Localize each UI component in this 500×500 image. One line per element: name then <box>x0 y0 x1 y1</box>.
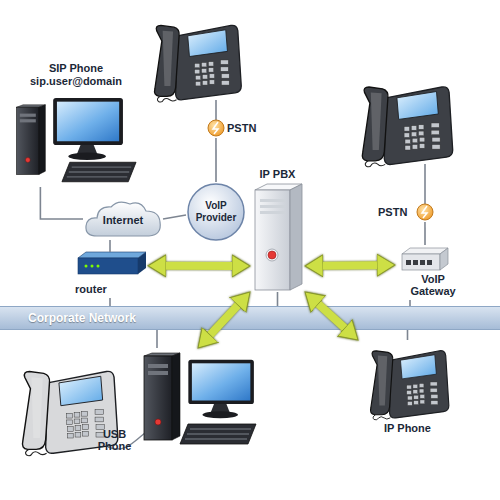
server-slot <box>260 205 285 208</box>
pstn-symbol <box>208 120 224 136</box>
pc-tower <box>144 353 180 440</box>
pc-monitor <box>188 360 254 418</box>
router-side <box>138 252 146 274</box>
server-front <box>255 190 290 290</box>
node-label: SIP Phone <box>15 62 137 74</box>
gateway-port <box>427 260 432 265</box>
pc-tower <box>17 105 46 175</box>
router-light <box>85 265 88 268</box>
router-device <box>78 252 146 274</box>
node-label: Corporate Network <box>28 312 268 324</box>
network-wire <box>40 187 83 219</box>
router-front <box>78 258 138 274</box>
network-wire <box>424 222 426 245</box>
usb-phone: USB Phone <box>12 348 262 456</box>
server-slot <box>260 211 285 214</box>
pstn-symbol <box>417 204 433 220</box>
gateway-device <box>402 248 448 270</box>
network-wire <box>277 292 279 306</box>
server-slot <box>260 199 285 202</box>
internet-cloud: Internet <box>83 198 163 240</box>
pstn-circle <box>417 204 433 220</box>
phone-line <box>215 100 217 120</box>
double-arrow <box>323 261 377 270</box>
pstn-bolt <box>213 122 218 134</box>
provider-circle <box>188 184 244 240</box>
gateway-port <box>406 260 411 265</box>
pc-monitor <box>53 98 123 160</box>
server-side <box>290 184 302 290</box>
router: router <box>72 252 148 298</box>
ip-phone: IP Phone <box>350 340 465 440</box>
node-label: Internet <box>83 214 163 226</box>
server-button-ring <box>266 249 278 261</box>
voip-provider: VoIP Provider <box>186 182 246 242</box>
network-wire <box>109 240 111 252</box>
router-top <box>78 252 146 258</box>
pc-keyboard <box>180 424 256 444</box>
network-wire <box>156 330 158 348</box>
router-light <box>97 265 100 268</box>
gateway-port <box>413 260 418 265</box>
pstn-link: PSTN <box>205 118 265 138</box>
pstn-link: PSTN <box>375 202 435 222</box>
voip-gateway: VoIP Gateway <box>395 245 470 300</box>
pstn-circle <box>208 120 224 136</box>
ip-desk-phone <box>370 351 448 420</box>
phone-line <box>424 164 426 204</box>
network-wire <box>109 298 111 306</box>
node-label: IP Phone <box>350 422 465 434</box>
gateway-front <box>402 254 440 270</box>
node-label: VoIP Provider <box>190 200 242 224</box>
gateway-side <box>440 248 448 270</box>
gateway-port <box>420 260 425 265</box>
network-band: Corporate Network <box>0 306 500 330</box>
server-button <box>268 251 276 259</box>
pbx-server <box>255 184 302 290</box>
pstn-bolt <box>422 206 427 218</box>
desk-phone <box>362 87 452 167</box>
network-wire <box>215 138 217 182</box>
ip-pbx-server: IP PBX <box>250 166 305 292</box>
desk-phone <box>155 25 242 102</box>
node-label: sip.user@domain <box>15 75 137 87</box>
node-label: PSTN <box>378 206 416 218</box>
sip-phone: SIP Phonesip.user@domain <box>15 62 137 187</box>
double-arrow <box>166 262 232 270</box>
pc-keyboard <box>62 162 136 182</box>
node-label: VoIP Gateway <box>401 273 465 297</box>
node-label: PSTN <box>227 122 265 134</box>
node-label: IP PBX <box>250 168 305 180</box>
node-label: router <box>75 283 135 295</box>
router-light <box>91 265 94 268</box>
node-label: USB Phone <box>92 428 137 452</box>
sip-computer <box>17 98 136 182</box>
office-computer <box>144 353 256 444</box>
network-wire <box>163 215 186 219</box>
network-wire <box>407 330 409 340</box>
